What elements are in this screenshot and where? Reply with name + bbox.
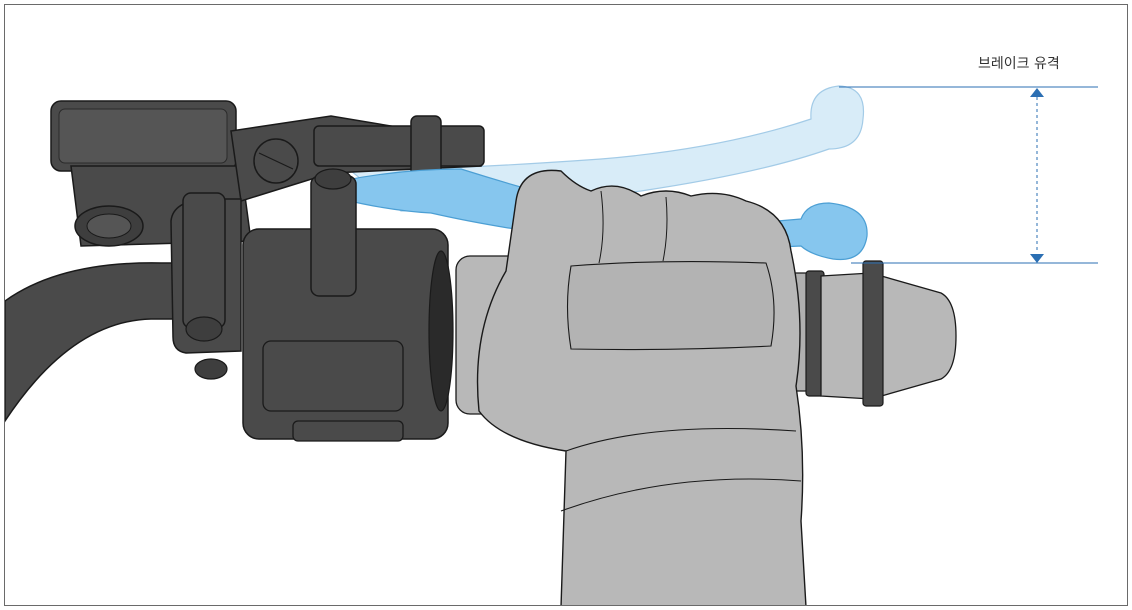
freeplay-measurement — [839, 87, 1098, 263]
gloved-hand — [478, 170, 806, 606]
brake-lever-illustration — [5, 5, 1128, 606]
arrow-down-icon — [1030, 254, 1044, 263]
brake-freeplay-label: 브레이크 유격 — [978, 53, 1060, 73]
arrow-up-icon — [1030, 88, 1044, 97]
figure-frame — [4, 4, 1128, 606]
